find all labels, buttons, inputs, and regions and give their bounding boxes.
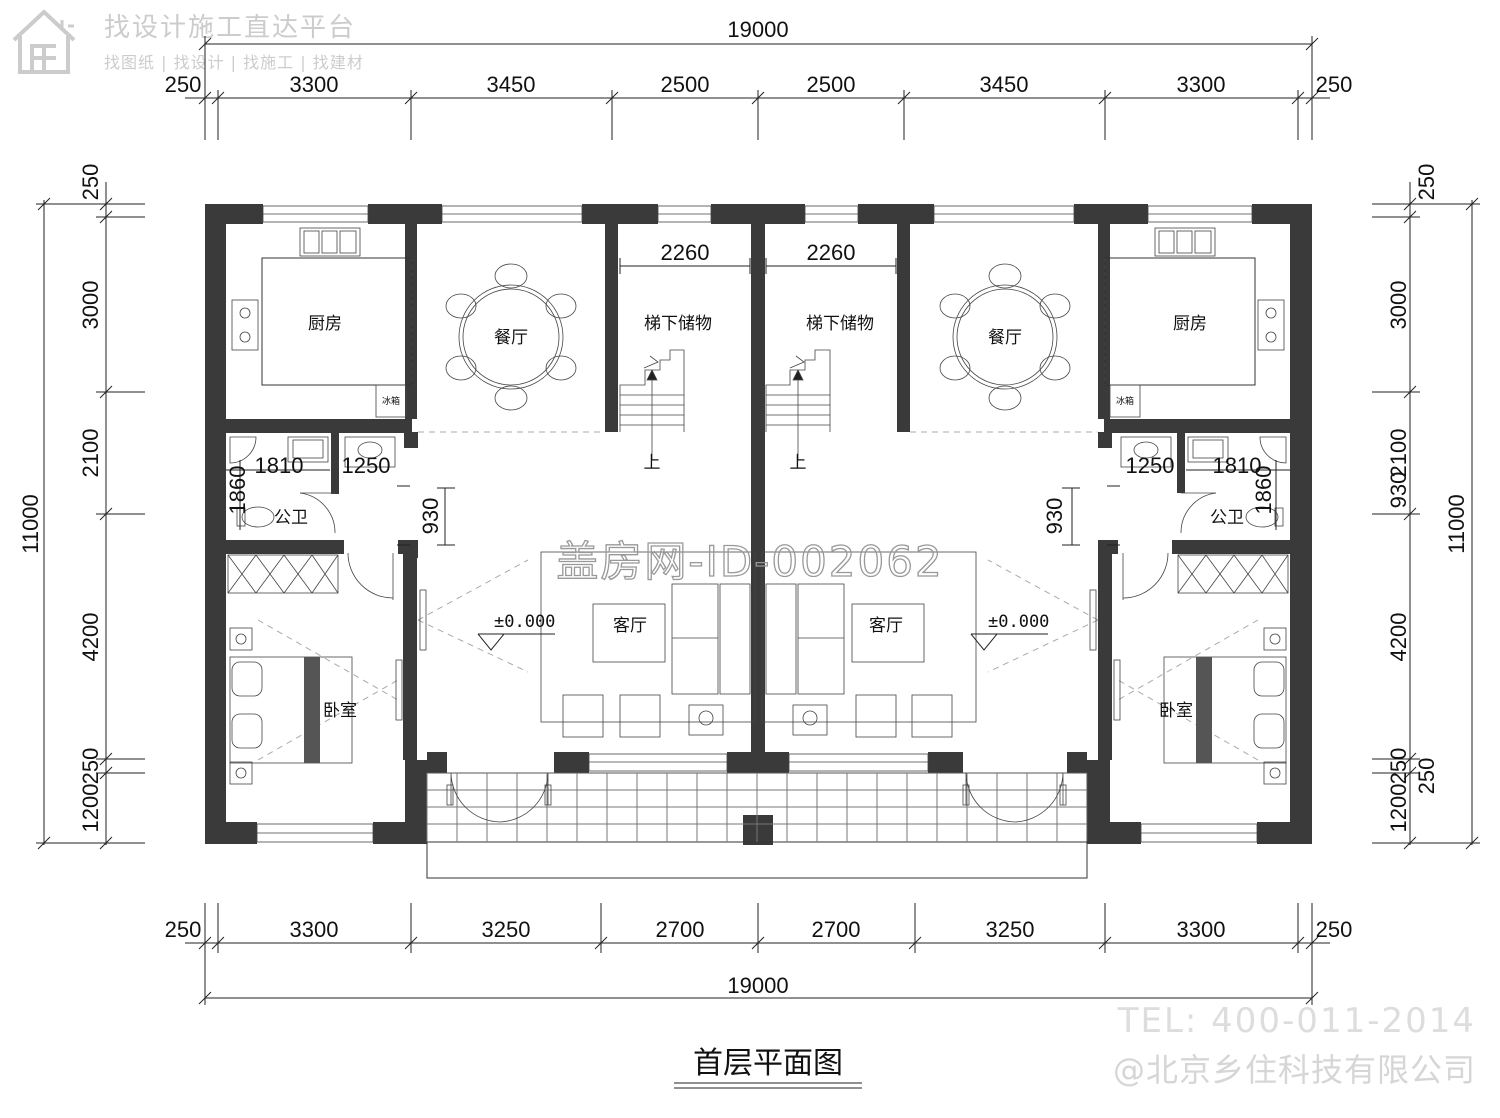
bath-dim-h-left: 1860 [225,466,250,515]
dim-total-bottom: 19000 [727,973,788,998]
dim-top-1: 3300 [290,72,339,97]
hall-door-dims: 930 930 [347,485,1169,600]
bath-dim-h-right: 1860 [1251,466,1276,515]
dim-bottom-5: 3250 [986,917,1035,942]
dim-bottom-3: 2700 [656,917,705,942]
hall-dim-right: 930 [1042,498,1067,535]
dim-left-2: 2100 [78,429,103,478]
stair-storage-right: 2260 梯下储物 上 [765,240,897,473]
dashed-lines [257,431,1259,761]
dim-bottom-2: 3250 [482,917,531,942]
kitchen-left: 冰箱 厨房 [231,227,413,418]
storage-label-right: 梯下储物 [806,314,874,334]
bedroom-label-right: 卧室 [1159,701,1193,721]
dim-bottom-0: 250 [165,917,202,942]
dim-left-1: 3000 [78,281,103,330]
kitchen-label-left: 厨房 [308,314,342,334]
stair-dim-left: 2260 [661,240,710,265]
bedroom-label-left: 卧室 [323,701,357,721]
dim-right-4: 4200 [1386,613,1411,662]
kitchen-right: 冰箱 厨房 [1104,227,1285,418]
dim-right-0: 250 [1414,164,1439,201]
fridge-label-left: 冰箱 [382,395,400,407]
bathroom-right: 1810 1250 1860 公卫 [1120,436,1290,534]
company-name: @北京乡住科技有限公司 [1113,1051,1476,1089]
elevation-left: ±0.000 [494,612,555,632]
dim-total-top: 19000 [727,17,788,42]
dim-right-1: 3000 [1386,281,1411,330]
dim-top-3: 2500 [661,72,710,97]
dim-right-6: 1200 [1386,784,1411,833]
dim-right-7: 250 [1414,758,1439,795]
dim-top-2: 3450 [487,72,536,97]
dim-bottom-7: 250 [1316,917,1353,942]
dim-right-3: 930 [1386,472,1411,509]
bottom-dimensions: 250 3300 3250 2700 2700 3250 3300 250 19… [165,903,1353,1005]
left-dimensions: 11000 250 3000 2100 4200 250 1200 [18,164,145,850]
dim-left-total: 11000 [18,494,43,554]
bath-dim-w2-left: 1250 [342,453,391,478]
porch-doors [446,772,1067,823]
dim-left-4: 250 [78,748,103,785]
bathroom-left: 1810 1250 1860 公卫 [225,436,396,534]
bath-dim-w1-right: 1810 [1213,453,1262,478]
walls [205,204,1312,845]
living-label-left: 客厅 [613,616,647,636]
dim-bottom-4: 2700 [812,917,861,942]
elevation-right: ±0.000 [988,612,1049,632]
bath-dim-w1-left: 1810 [255,453,304,478]
top-dimensions: 19000 250 3300 3450 2500 2500 3450 3300 … [165,17,1353,140]
telephone: TEL: 400-011-2014 [1117,1001,1476,1041]
dim-right-total: 11000 [1444,494,1469,554]
right-dimensions: 11000 250 3000 2100 930 4200 250 1200 25… [1372,164,1480,850]
dim-top-6: 3300 [1177,72,1226,97]
living-label-right: 客厅 [869,616,903,636]
dim-top-7: 250 [1316,72,1353,97]
dining-table-left: 餐厅 [445,263,577,411]
porch [426,772,1088,879]
dining-table-right: 餐厅 [939,263,1071,411]
hall-dim-left: 930 [418,498,443,535]
watermark: 盖房网-ID-002062 [556,537,943,586]
bath-label-left: 公卫 [274,508,308,528]
dining-label-right: 餐厅 [988,328,1022,348]
dining-label-left: 餐厅 [494,328,528,348]
dim-right-5: 250 [1386,748,1411,785]
dim-top-4: 2500 [807,72,856,97]
bedroom-right: 卧室 [1089,554,1289,785]
brand-name: 找设计施工直达平台 [104,13,356,43]
fridge-label-right: 冰箱 [1116,395,1134,407]
brand-logo [12,9,76,74]
stair-storage-left: 2260 梯下储物 上 [619,240,751,473]
living-room-left: 客厅 ±0.000 [477,551,756,738]
plan-title: 首层平面图 [693,1046,843,1081]
bath-dim-w2-right: 1250 [1126,453,1175,478]
bedroom-left: 卧室 [227,554,427,785]
bath-label-right: 公卫 [1210,508,1244,528]
storage-label-left: 梯下储物 [644,314,712,334]
dim-left-5: 1200 [78,784,103,833]
kitchen-label-right: 厨房 [1173,314,1207,334]
dim-right-2: 2100 [1386,429,1411,478]
dim-top-5: 3450 [980,72,1029,97]
dim-top-0: 250 [165,72,202,97]
living-room-right: 客厅 ±0.000 [761,551,1049,738]
stairs-up-right: 上 [790,453,807,473]
dim-left-3: 4200 [78,613,103,662]
dim-left-0: 250 [78,164,103,201]
stairs-up-left: 上 [644,453,661,473]
dim-bottom-1: 3300 [290,917,339,942]
dim-bottom-6: 3300 [1177,917,1226,942]
brand-links: 找图纸 | 找设计 | 找施工 | 找建材 [104,53,364,72]
stair-dim-right: 2260 [807,240,856,265]
